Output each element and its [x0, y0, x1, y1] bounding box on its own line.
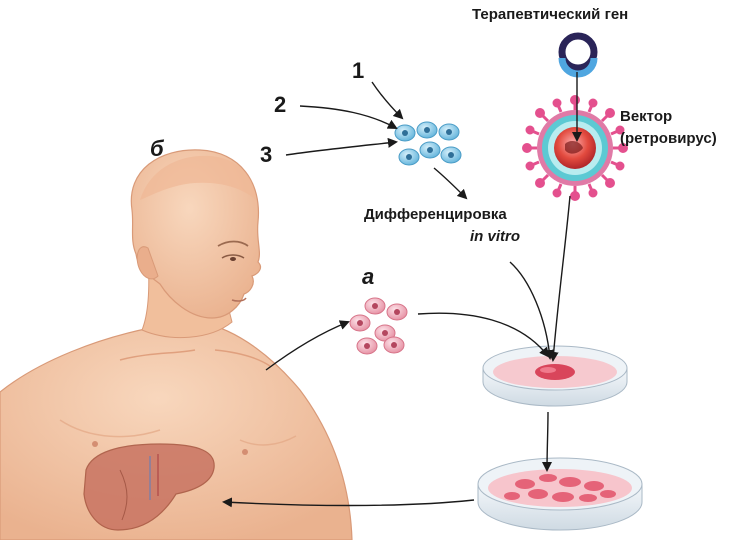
vector-label: Вектор — [620, 108, 673, 125]
step-number-1: 1 — [352, 58, 365, 83]
blue-cell — [394, 124, 416, 142]
blue-cells — [394, 121, 462, 166]
arrow-virus-to-dish — [548, 195, 571, 362]
arrows — [222, 72, 582, 508]
blue-cell — [398, 148, 420, 166]
arrow-2 — [299, 105, 398, 129]
blue-cell — [416, 121, 438, 139]
pink-cell — [374, 324, 396, 342]
pink-cell — [383, 336, 405, 354]
step-number-3: 3 — [260, 142, 273, 167]
label-a: а — [362, 264, 375, 289]
pink-cell — [356, 337, 378, 355]
pink-cells — [349, 297, 408, 355]
differentiation-label: Дифференцировка — [364, 206, 507, 223]
step-number-2: 2 — [274, 92, 287, 117]
arrow-dish-to-liver — [222, 497, 475, 508]
blue-cell — [438, 123, 460, 141]
ear — [136, 246, 159, 280]
arrow-pinkcells-to-dish — [417, 312, 550, 358]
blue-cell — [419, 141, 441, 159]
arrow-3 — [285, 137, 398, 156]
label-b: б — [150, 136, 164, 161]
blue-cell — [440, 146, 462, 164]
vector-sublabel: (ретровирус) — [620, 130, 717, 147]
human-figure — [0, 149, 353, 541]
arrow-body-to-pinkcells — [265, 320, 350, 371]
pink-cell — [386, 303, 408, 321]
gene-label: Терапевтический ген — [472, 6, 629, 23]
in-vitro-label: in vitro — [470, 228, 521, 245]
retrovirus-vector-icon — [522, 95, 628, 201]
torso — [0, 321, 353, 541]
therapeutic-gene-ring-icon — [558, 32, 598, 78]
petri-dish-bottom — [477, 457, 643, 531]
arrow-invitro-to-dish — [509, 261, 555, 360]
arrow-1 — [371, 81, 404, 120]
petri-dish-top — [482, 345, 628, 407]
arrow-dish-to-dish — [542, 411, 553, 472]
pink-cell — [349, 314, 371, 332]
pink-cell — [364, 297, 386, 315]
arrow-diff — [433, 167, 468, 200]
